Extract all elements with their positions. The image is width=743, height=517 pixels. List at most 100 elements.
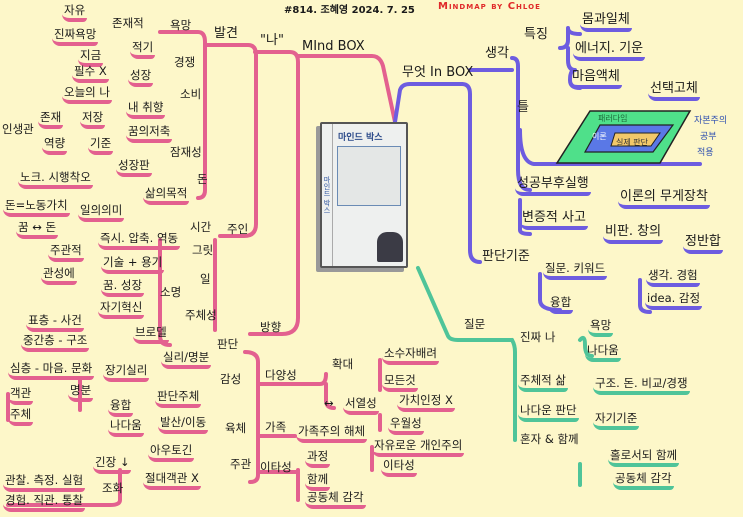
mindmap-node: 자유 xyxy=(62,3,88,22)
mindmap-node: 생각 xyxy=(485,46,509,61)
mindmap-node: 소명 xyxy=(160,285,182,299)
diagram-label: 패러다임 xyxy=(598,114,628,123)
mindmap-node: 생각. 경험 xyxy=(646,268,700,287)
author-photo xyxy=(377,232,403,262)
mindmap-node: 브로델 xyxy=(133,325,169,344)
mindmap-node: 공동체 감각 xyxy=(613,471,674,490)
mindmap-node: 융합 xyxy=(548,295,574,314)
mindmap-node: 존재 xyxy=(38,110,64,129)
mindmap-node: 기준 xyxy=(88,136,114,155)
mindmap-node: 성장판 xyxy=(116,158,152,177)
mindmap-node: 융합 xyxy=(108,398,134,417)
mindmap-node: 내 취향 xyxy=(126,100,166,119)
mindmap-node: 주체 xyxy=(8,407,34,426)
mindmap-node: 그릿 xyxy=(192,243,214,257)
mindmap-node: 관성에 xyxy=(41,266,77,285)
mindmap-node: 조화 xyxy=(102,481,124,495)
diagram-label: 자본주의 xyxy=(694,116,728,126)
mindmap-node: MInd BOX xyxy=(302,39,365,54)
mindmap-node: 지금 xyxy=(78,48,104,67)
mindmap-node: 판단 xyxy=(217,337,239,351)
mindmap-node: 절대객관 X xyxy=(143,471,201,490)
mindmap-node: 가족주의 해체 xyxy=(296,424,368,443)
mindmap-node: 꿈 ↔ 돈 xyxy=(16,220,59,239)
mindmap-node: 삶의목적 xyxy=(143,186,190,205)
mindmap-node: 이론의 무게장착 xyxy=(618,190,710,209)
mindmap-node: 오늘의 나 xyxy=(62,85,112,104)
mindmap-node: 장기실리 xyxy=(103,363,150,382)
book-spine: 마인드 박스 xyxy=(322,124,333,266)
mindmap-node: 경쟁 xyxy=(174,55,196,69)
mindmap-node: 적기 xyxy=(130,40,156,59)
diagram-label: 실제 판단 xyxy=(616,138,648,147)
mindmap-node: 주관적 xyxy=(48,243,84,262)
brand-label: Mindmap by Chloe xyxy=(438,1,541,12)
mindmap-node: 자기기준 xyxy=(593,411,640,430)
mindmap-node: 무엇 In BOX xyxy=(402,65,474,80)
mindmap-node: 육체 xyxy=(225,421,247,435)
mindmap-node: 노크. 시행착오 xyxy=(18,170,93,189)
diagram-label: 공부 xyxy=(700,132,717,142)
mindmap-node: 명분 xyxy=(68,383,94,402)
mindmap-node: 인생관 xyxy=(2,122,34,136)
mindmap-node: 나다운 판단 xyxy=(518,403,579,422)
mindmap-node: 혼자 & 함께 xyxy=(520,432,579,446)
mindmap-node: 주관 xyxy=(230,457,252,471)
mindmap-node: 실리/명분 xyxy=(161,350,212,369)
mindmap-node: 자유로운 개인주의 xyxy=(372,438,465,457)
mindmap-node: 일의의미 xyxy=(78,203,125,222)
mindmap-node: 저장 xyxy=(80,110,106,129)
mindmap-node: 확대 xyxy=(332,357,354,371)
mindmap-node: 심층 - 마음. 문화 xyxy=(8,361,95,380)
mindmap-node: 소비 xyxy=(180,87,202,101)
mindmap-node: 성공부후실행 xyxy=(515,177,591,196)
mindmap-node: 꿈. 성장 xyxy=(101,278,145,297)
mindmap-node: 존재적 xyxy=(112,16,144,30)
mindmap-node: 돈 xyxy=(197,172,208,186)
mindmap-node: 꿈의저축 xyxy=(126,124,173,143)
mindmap-node: 다양성 xyxy=(265,368,297,382)
mindmap-node: 주인 xyxy=(227,222,249,236)
mindmap-node: 마음액체 xyxy=(570,70,622,89)
mindmap-node: 아우토긴 xyxy=(148,443,195,462)
mindmap-node: 나다움 xyxy=(108,418,144,437)
mindmap-node: 관찰. 측정. 실험 xyxy=(3,473,86,492)
mindmap-node: 몸과일체 xyxy=(580,13,632,32)
mindmap-node: 이타성 xyxy=(260,460,292,474)
mindmap-node: 모든것 xyxy=(382,373,418,392)
book-title: 마인드 박스 xyxy=(338,133,383,143)
mindmap-node: 판단주체 xyxy=(155,389,202,408)
mindmap-node: 객관 xyxy=(8,386,34,405)
mindmap-node: ↔ xyxy=(324,396,334,410)
mindmap-node: 홀로서되 함께 xyxy=(608,448,680,467)
mindmap-node: "나" xyxy=(260,33,284,48)
mindmap-node: 시간 xyxy=(190,220,212,234)
mindmap-node: 감성 xyxy=(220,372,242,386)
mindmap-node: 진짜욕망 xyxy=(52,27,99,46)
mindmap-node: 욕망 xyxy=(588,318,614,337)
mindmap-node: 비판. 창의 xyxy=(603,225,664,244)
book-cover-window xyxy=(337,146,401,206)
mindmap-node: 기술 + 용기 xyxy=(101,255,165,274)
diagram-label: 이론 xyxy=(592,132,607,141)
mindmap-node: 선택고체 xyxy=(648,82,700,101)
mindmap-node: 긴장 ↓ xyxy=(93,455,132,474)
practice-box xyxy=(610,132,661,147)
mindmap-node: 발산/이동 xyxy=(158,415,209,434)
mindmap-node: 발견 xyxy=(214,26,238,41)
mindmap-node: 이타성 xyxy=(381,458,417,477)
mindmap-node: 특징 xyxy=(524,27,548,42)
mindmap-node: 정반합 xyxy=(683,235,723,254)
mindmap-node: 방향 xyxy=(260,320,282,334)
mindmap-node: 주체적 삶 xyxy=(518,373,568,392)
mindmap-node: 가족 xyxy=(265,420,287,434)
mindmap-node: 주체성 xyxy=(185,308,217,322)
mindmap-node: 우월성 xyxy=(388,416,424,435)
mindmap-node: 표층 - 사건 xyxy=(26,313,84,332)
mindmap-node: 성장 xyxy=(128,68,154,87)
mindmap-node: 역량 xyxy=(42,136,68,155)
diagram-label: 적용 xyxy=(697,148,714,158)
mindmap-node: 함께 xyxy=(305,472,331,491)
mindmap-node: 변증적 사고 xyxy=(520,211,588,230)
mindmap-node: 과정 xyxy=(305,449,331,468)
